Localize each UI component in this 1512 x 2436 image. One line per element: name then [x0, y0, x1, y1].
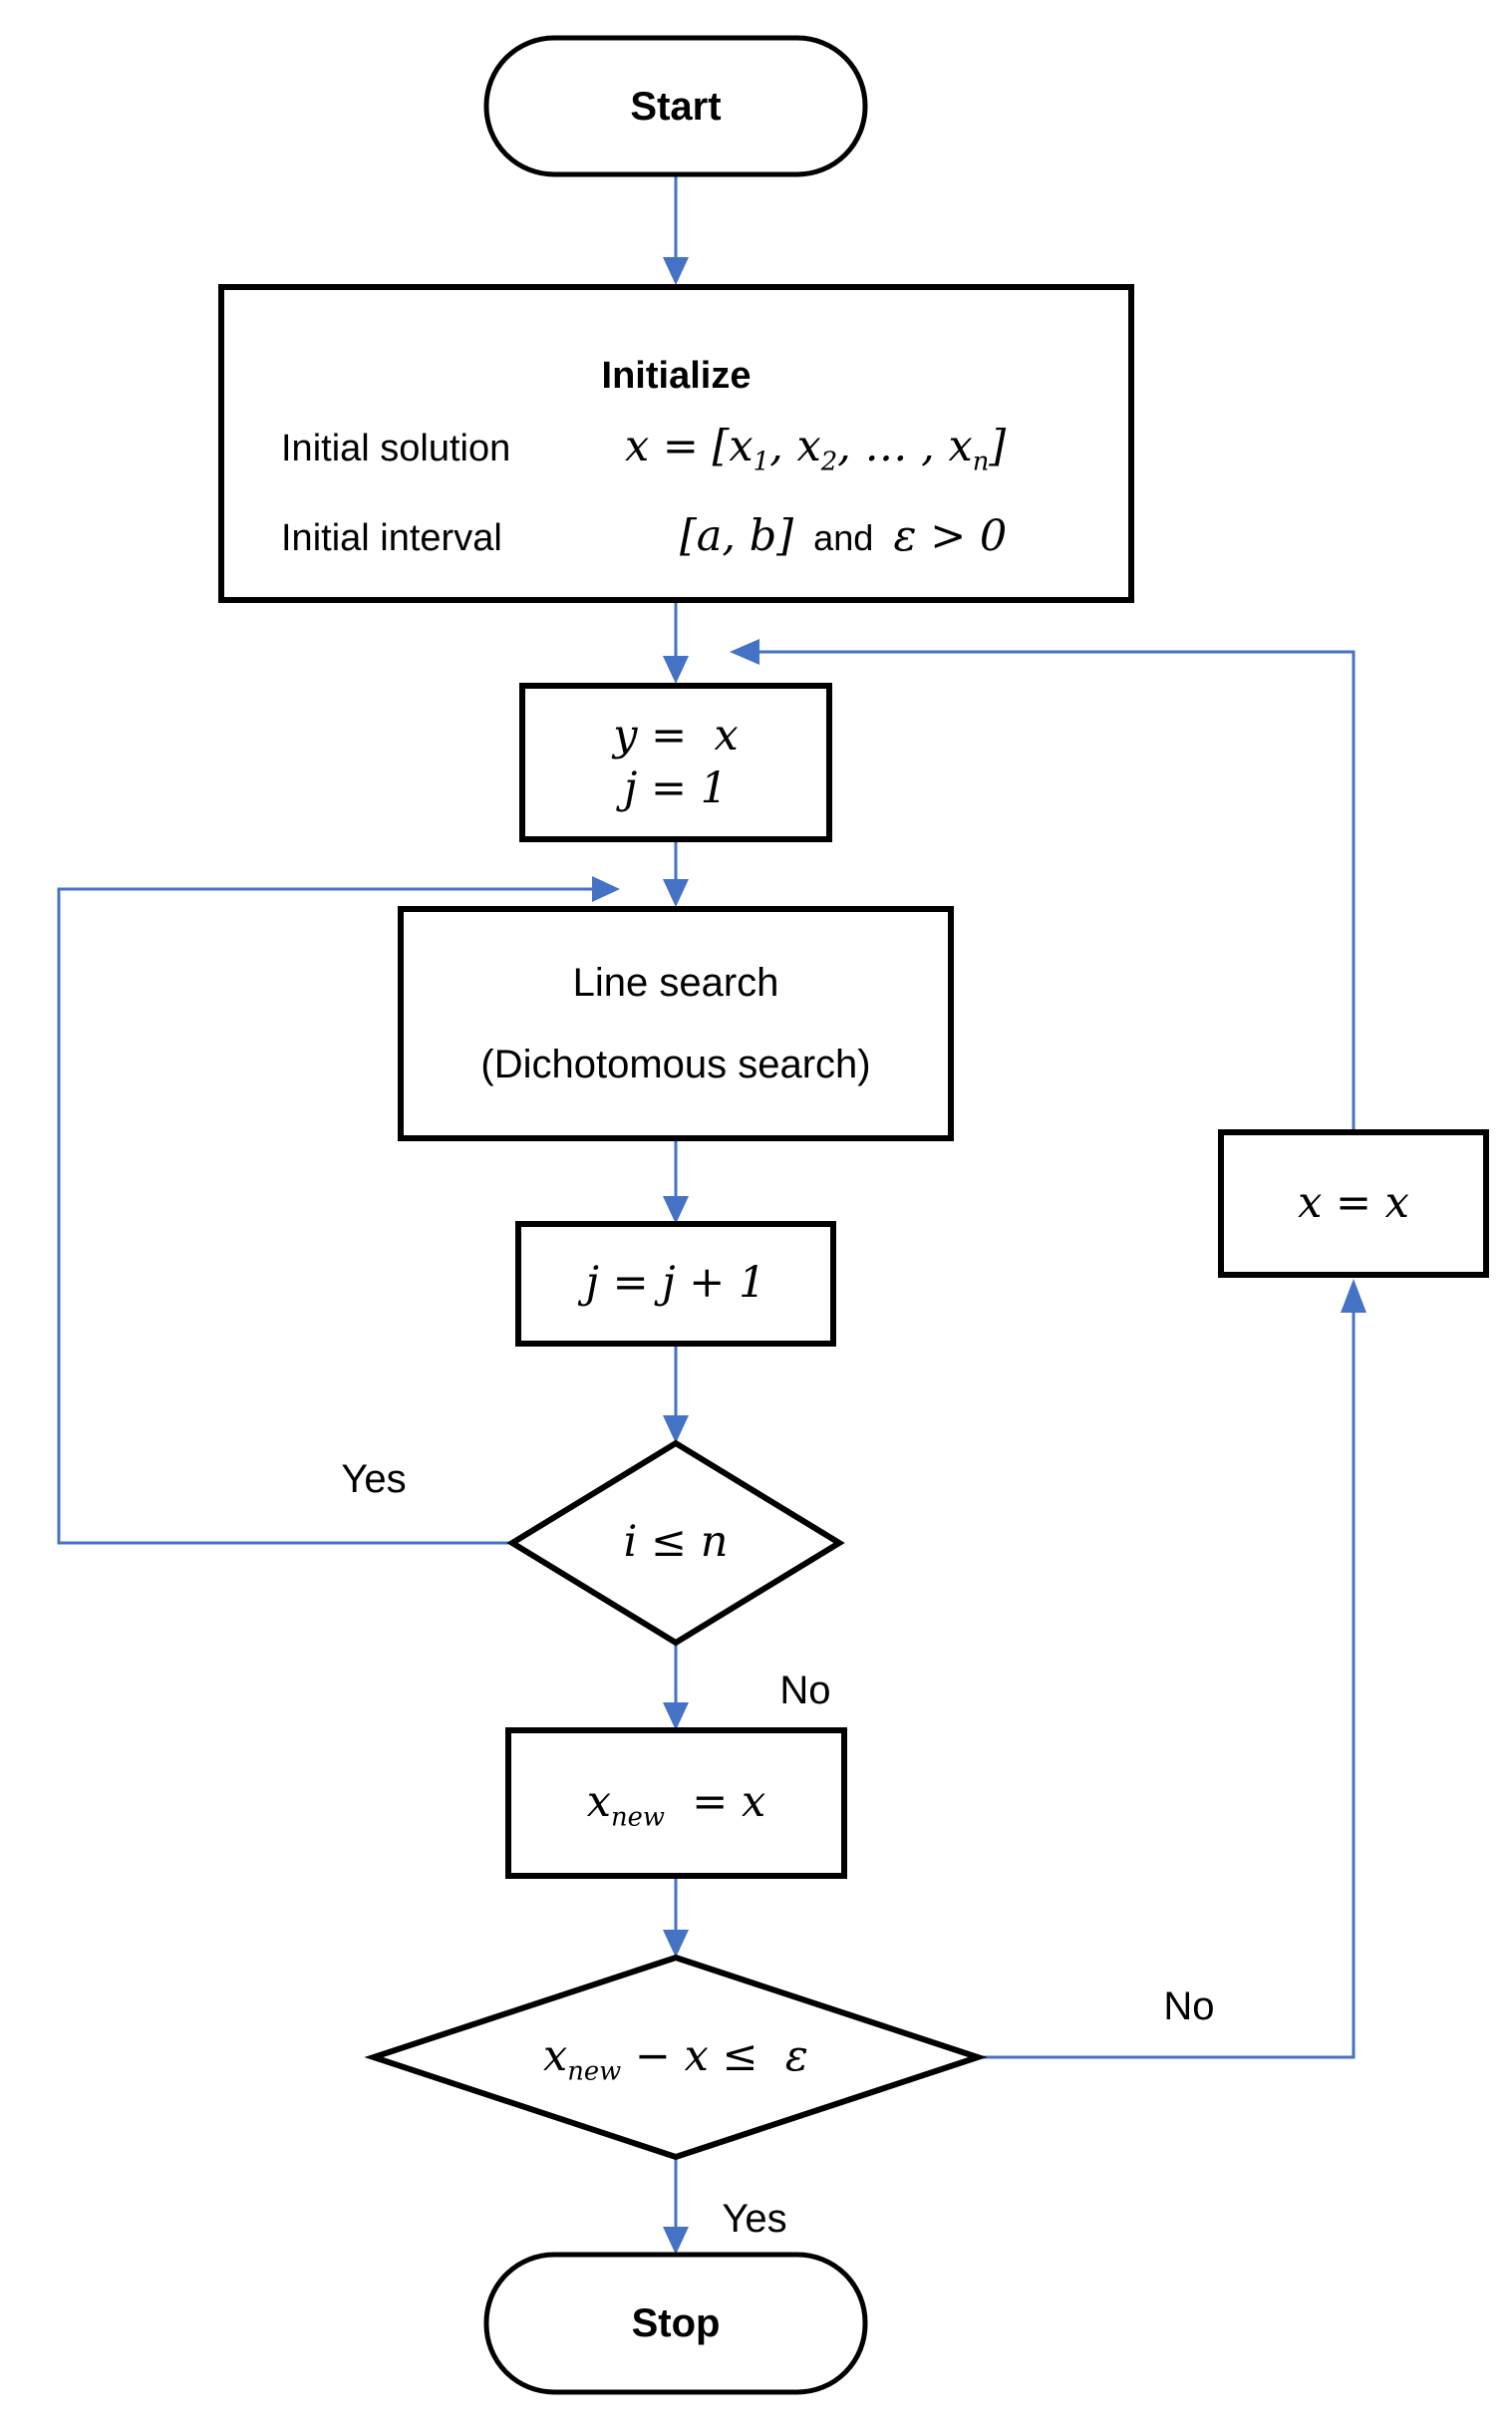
stop-terminator-shape	[483, 2252, 868, 2395]
start-terminator-shape	[483, 35, 868, 177]
edge-outer-no-to-assign-x	[978, 1279, 1366, 2059]
edge-inner-yes-feedback	[57, 876, 620, 1545]
increment-process-shape	[515, 1221, 836, 1347]
outer-decision-condition: xnew − x ≤ ε	[543, 2031, 808, 2087]
edge-start-to-initialize	[663, 174, 689, 285]
edge-outer-yes-to-stop	[663, 2157, 689, 2255]
assign-xnew-process-shape	[505, 1727, 847, 1879]
edge-init-loop-to-line-search	[663, 839, 689, 907]
assign-xnew-node-label: xnew = x	[508, 1730, 844, 1876]
increment-formula: j = j + 1	[585, 1258, 766, 1309]
edge-inner-no-to-assign-xnew	[663, 1643, 689, 1730]
stop-node-label: Stop	[631, 2301, 721, 2345]
edge-initialize-to-init-loop	[663, 600, 689, 684]
inner-decision-node-label: i ≤ n	[512, 1443, 839, 1643]
initial-interval-formula: [a, b] and ε > 0	[680, 511, 1008, 561]
inner-yes-edge-label: Yes	[341, 1456, 407, 1501]
inner-decision-diamond-shape	[506, 1439, 845, 1647]
edge-increment-to-inner-decision	[663, 1344, 689, 1443]
line-search-line2: (Dichotomous search)	[480, 1043, 871, 1086]
assign-xnew-formula: xnew = x	[586, 1777, 766, 1833]
edge-assign-xnew-to-outer-decision	[663, 1876, 689, 1958]
initial-solution-label: Initial solution	[281, 428, 511, 469]
line-search-node-label: Line search (Dichotomous search)	[401, 909, 951, 1138]
edge-assign-x-to-merge-feedback	[730, 639, 1356, 1132]
outer-no-edge-label: No	[1163, 1983, 1215, 2028]
initial-solution-formula: x = [x1, x2, … , xn]	[625, 422, 1007, 477]
inner-no-edge-label: No	[779, 1668, 831, 1712]
initialize-title: Initialize	[601, 355, 752, 398]
line-search-line1: Line search	[572, 961, 779, 1005]
initial-interval-row: Initial interval [a, b] and ε > 0	[281, 511, 1118, 588]
init-loop-line2: j = 1	[623, 763, 729, 813]
edge-line-search-to-increment	[663, 1138, 689, 1224]
init-loop-node-label: y = x j = 1	[522, 686, 829, 839]
assign-x-formula: x = x	[1298, 1177, 1409, 1228]
assign-x-node-label: x = x	[1221, 1132, 1486, 1275]
assign-x-process-shape	[1218, 1129, 1489, 1278]
init-loop-process-shape	[519, 683, 832, 842]
initial-interval-label: Initial interval	[281, 517, 502, 559]
initial-solution-row: Initial solution x = [x1, x2, … , xn]	[281, 422, 1118, 498]
line-search-process-shape	[398, 906, 954, 1141]
outer-decision-diamond-shape	[364, 1954, 988, 2161]
start-node-label: Start	[630, 84, 722, 129]
init-loop-line1: y = x	[613, 710, 739, 761]
initialize-process-shape	[218, 284, 1134, 603]
outer-decision-node-label: xnew − x ≤ ε	[374, 1958, 978, 2157]
increment-node-label: j = j + 1	[518, 1224, 833, 1344]
outer-yes-edge-label: Yes	[722, 2196, 787, 2241]
inner-decision-condition: i ≤ n	[623, 1517, 729, 1568]
